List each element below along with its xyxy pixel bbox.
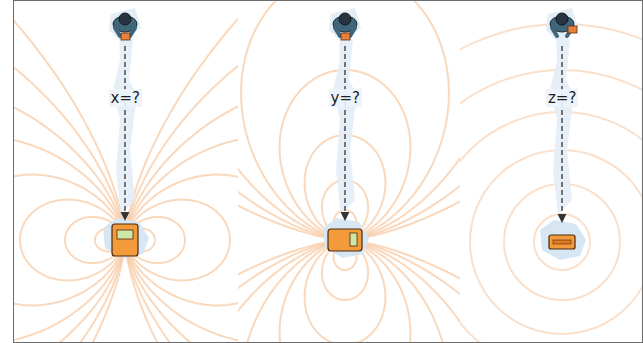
- searcher: [550, 13, 577, 36]
- field-ring: [460, 70, 642, 342]
- field-line: [125, 78, 238, 342]
- snow-hole: [103, 218, 149, 258]
- receiver: [568, 26, 577, 33]
- field-ring: [460, 24, 642, 342]
- frame: [14, 1, 643, 343]
- field-line: [125, 1, 238, 342]
- field-panel: [460, 1, 642, 342]
- snow-hole: [323, 218, 369, 258]
- snow-patches: [103, 8, 586, 260]
- head: [119, 13, 131, 25]
- distance-label: y=?: [329, 89, 362, 107]
- head: [339, 13, 351, 25]
- beacon-vertical: [112, 224, 138, 256]
- field-line: [238, 1, 460, 240]
- receiver: [121, 33, 130, 40]
- beacon-flat: [549, 235, 575, 249]
- beacon-body: [328, 229, 362, 251]
- beacon-horizontal: [328, 229, 362, 251]
- beacons: [112, 224, 575, 256]
- field-panel: [238, 1, 460, 342]
- snow-hole: [540, 220, 586, 260]
- beacon-body: [112, 224, 138, 256]
- field-line: [238, 1, 460, 240]
- head: [556, 13, 568, 25]
- field-line: [238, 1, 460, 240]
- field-ring: [460, 1, 642, 342]
- field-ring: [534, 214, 590, 270]
- field-ring: [460, 112, 642, 342]
- distance-arrows: [125, 46, 562, 222]
- searcher: [113, 13, 137, 40]
- searcher: [333, 13, 357, 40]
- field-line: [14, 1, 125, 342]
- distance-label: z=?: [546, 89, 578, 107]
- distance-arrow: [124, 46, 125, 220]
- snow-footprint: [546, 8, 578, 42]
- beacon-screen: [117, 230, 133, 239]
- snow-footprint: [109, 8, 141, 42]
- distance-arrow: [561, 46, 562, 222]
- beacon-screen: [350, 233, 357, 246]
- distance-arrow: [344, 46, 345, 220]
- field-panel: [14, 1, 238, 342]
- searchers: [113, 13, 577, 40]
- beacon-body: [549, 235, 575, 249]
- snow-footprint: [329, 8, 361, 42]
- beacon-edge: [553, 240, 571, 244]
- field-line: [14, 78, 125, 342]
- receiver: [341, 33, 350, 40]
- distance-label: x=?: [109, 89, 142, 107]
